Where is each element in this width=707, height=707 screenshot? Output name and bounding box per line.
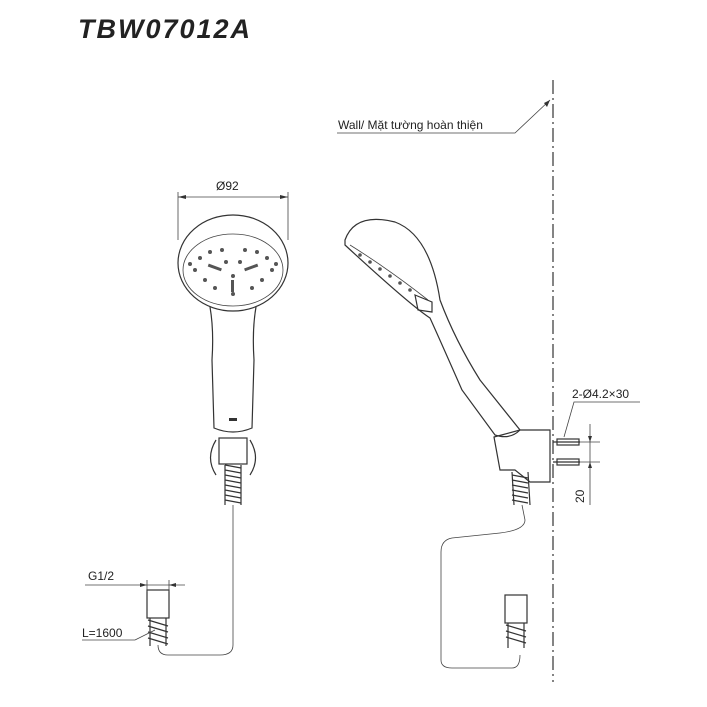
handle-front (209, 306, 257, 433)
wall-leader (337, 99, 551, 134)
holder-front (209, 439, 257, 476)
wall-leader-arrow (544, 100, 550, 107)
spacing-label: 20 (573, 489, 587, 503)
spray-nozzles (188, 248, 278, 296)
hose-coil-front (224, 464, 242, 505)
model-title: TBW07012A (78, 14, 253, 44)
front-view: Ø92 (82, 179, 289, 656)
wall-bracket (493, 429, 551, 483)
hose-length-label: L=1600 (82, 626, 123, 640)
side-view: 2-Ø4.2×30 20 (344, 218, 640, 669)
thread-label: G1/2 (88, 569, 114, 583)
hose-front (157, 505, 234, 656)
diameter-label: Ø92 (216, 179, 239, 193)
connector-side (504, 594, 528, 624)
shower-head-front (177, 214, 289, 312)
hose-side (440, 504, 526, 669)
hose-coil-side (511, 471, 531, 506)
connector-front (146, 589, 170, 619)
screws (553, 438, 580, 466)
wall-label: Wall/ Mặt tường hoàn thiện (338, 118, 483, 132)
shower-head-side (344, 218, 521, 438)
screw-label: 2-Ø4.2×30 (572, 387, 629, 401)
